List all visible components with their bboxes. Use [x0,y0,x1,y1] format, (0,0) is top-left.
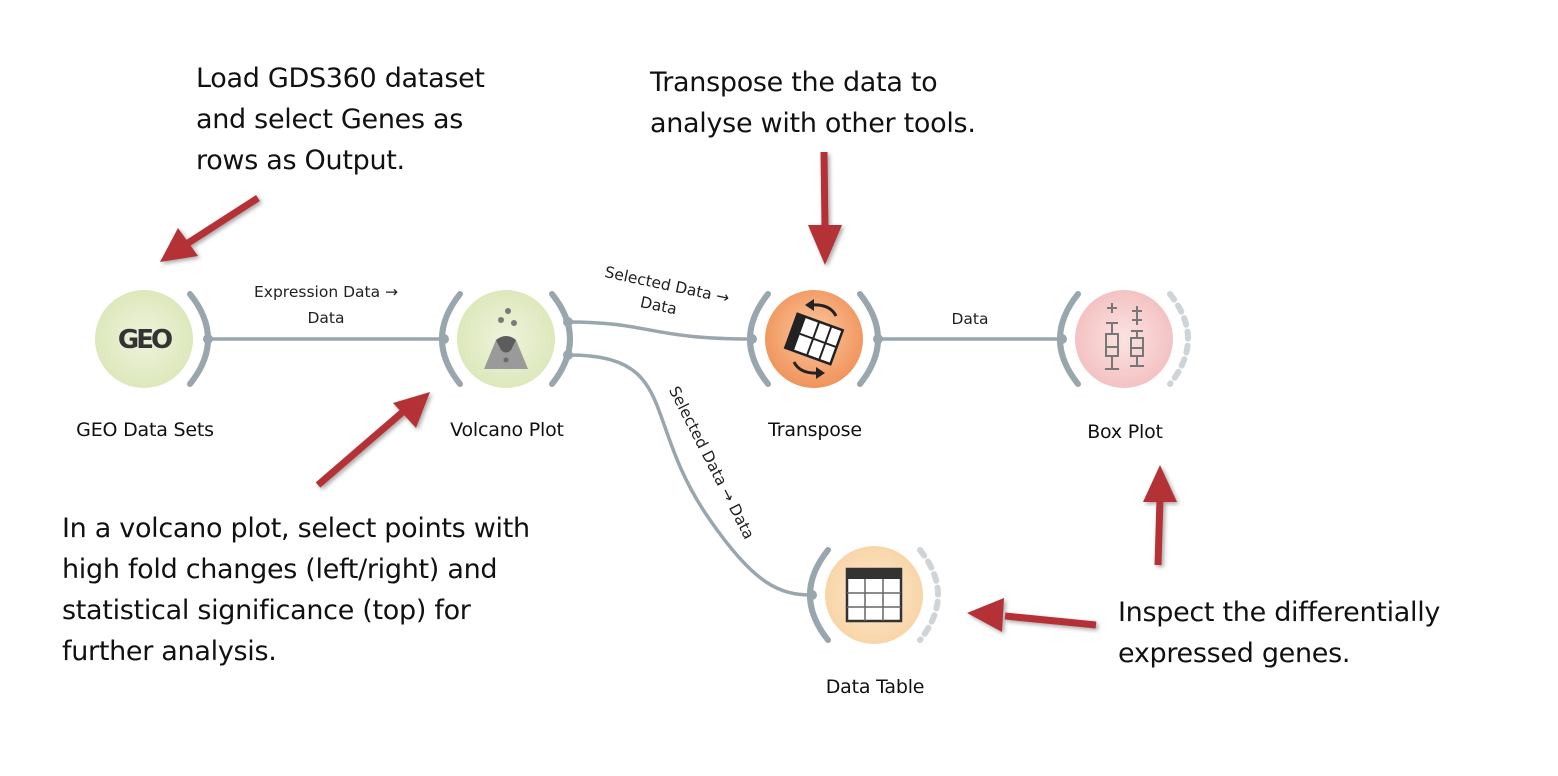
node-geo-data-sets[interactable]: GEO [95,290,213,388]
links [208,320,1062,597]
node-label-geo-data-sets: GEO Data Sets [76,419,214,441]
node-label-box-plot: Box Plot [1087,421,1163,443]
table-icon [845,567,903,623]
node-transpose[interactable] [747,290,883,388]
geo-logo-icon: GEO [118,325,172,355]
output-port-selected[interactable] [563,317,573,327]
input-port[interactable] [807,590,817,600]
arrow-to-transpose-icon [808,151,842,265]
node-label-transpose: Transpose [768,419,862,441]
annotation-volcano-selection: In a volcano plot, select points with hi… [62,513,530,667]
link-volcano-datatable[interactable] [567,353,813,597]
arrow-to-data-table-icon [967,598,1097,632]
link-labels: Expression Data → Data Selected Data → D… [254,263,989,542]
link-label-geo-volcano-line2: Data [307,309,344,327]
arrow-to-volcano-icon [315,392,430,488]
output-anchor-arc-inactive [917,547,941,643]
link-volcano-transpose[interactable] [567,320,753,341]
arrow-to-box-plot-icon [1143,465,1177,566]
output-port-data[interactable] [563,350,573,360]
input-port[interactable] [439,334,449,344]
node-volcano-plot[interactable] [439,290,573,388]
annotation-load-dataset: Load GDS360 dataset and select Genes as … [196,63,485,176]
input-port[interactable] [1057,334,1067,344]
node-label-data-table: Data Table [825,676,925,698]
node-box-plot[interactable] [1057,290,1191,388]
arrow-to-geo-icon [160,195,260,262]
rotate-arrow-top-icon [811,303,838,317]
node-data-table[interactable] [807,546,941,644]
rotate-arrow-bottom-icon [792,361,819,375]
node-body[interactable] [1075,290,1173,388]
transpose-table-icon [783,312,845,366]
link-label-transpose-boxplot: Data [951,310,988,328]
node-body[interactable] [95,290,193,388]
box-plot-icon [1105,303,1144,370]
annotation-arrows [160,151,1177,632]
output-anchor-arc[interactable] [549,291,573,387]
link-label-geo-volcano-line1: Expression Data → [254,283,398,301]
node-label-volcano-plot: Volcano Plot [450,419,564,441]
volcano-icon [484,308,528,369]
link-label-volcano-transpose-line2: Data [639,293,679,318]
input-port[interactable] [747,334,757,344]
annotation-transpose: Transpose the data to analyse with other… [650,67,976,139]
output-anchor-arc-inactive [1167,291,1191,387]
output-port[interactable] [203,334,213,344]
output-port[interactable] [873,334,883,344]
annotation-inspect-genes: Inspect the differentially expressed gen… [1118,597,1441,669]
